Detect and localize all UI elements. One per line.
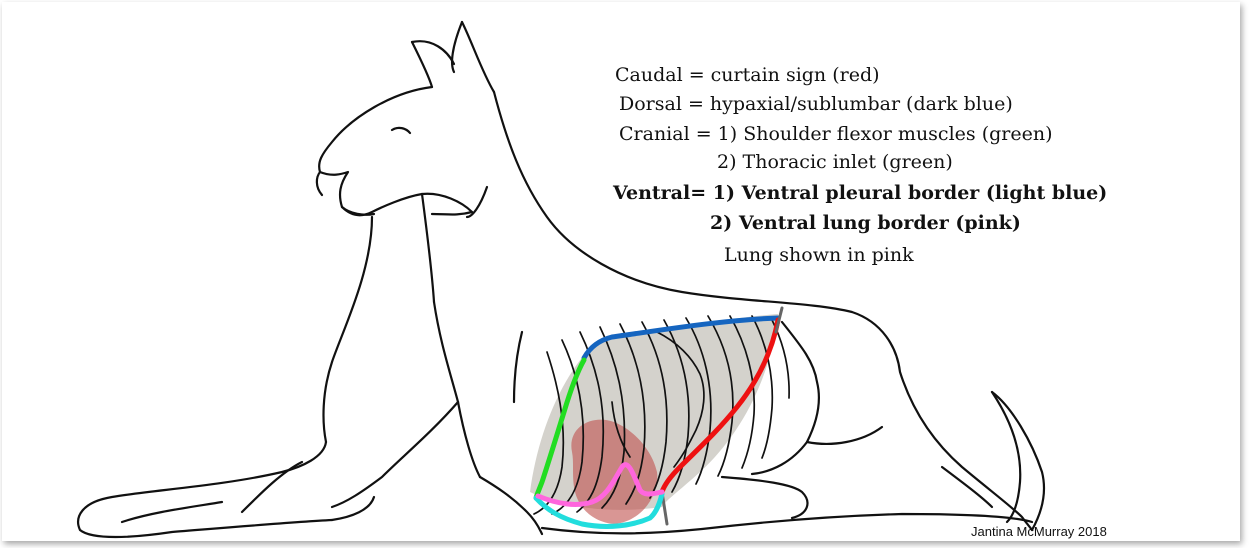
figure-frame: Caudal = curtain sign (red) Dorsal = hyp… — [2, 2, 1240, 541]
legend-cranial-2: 2) Thoracic inlet (green) — [717, 153, 953, 172]
legend-caudal: Caudal = curtain sign (red) — [615, 66, 880, 85]
legend-lung-note: Lung shown in pink — [724, 246, 914, 265]
legend-ventral-2: 2) Ventral lung border (pink) — [710, 214, 1021, 233]
legend-ventral-1: Ventral= 1) Ventral pleural border (ligh… — [613, 184, 1107, 203]
legend-dorsal: Dorsal = hypaxial/sublumbar (dark blue) — [619, 95, 1013, 114]
author-credit: Jantina McMurray 2018 — [971, 524, 1107, 539]
legend-cranial-1: Cranial = 1) Shoulder flexor muscles (gr… — [619, 125, 1052, 144]
